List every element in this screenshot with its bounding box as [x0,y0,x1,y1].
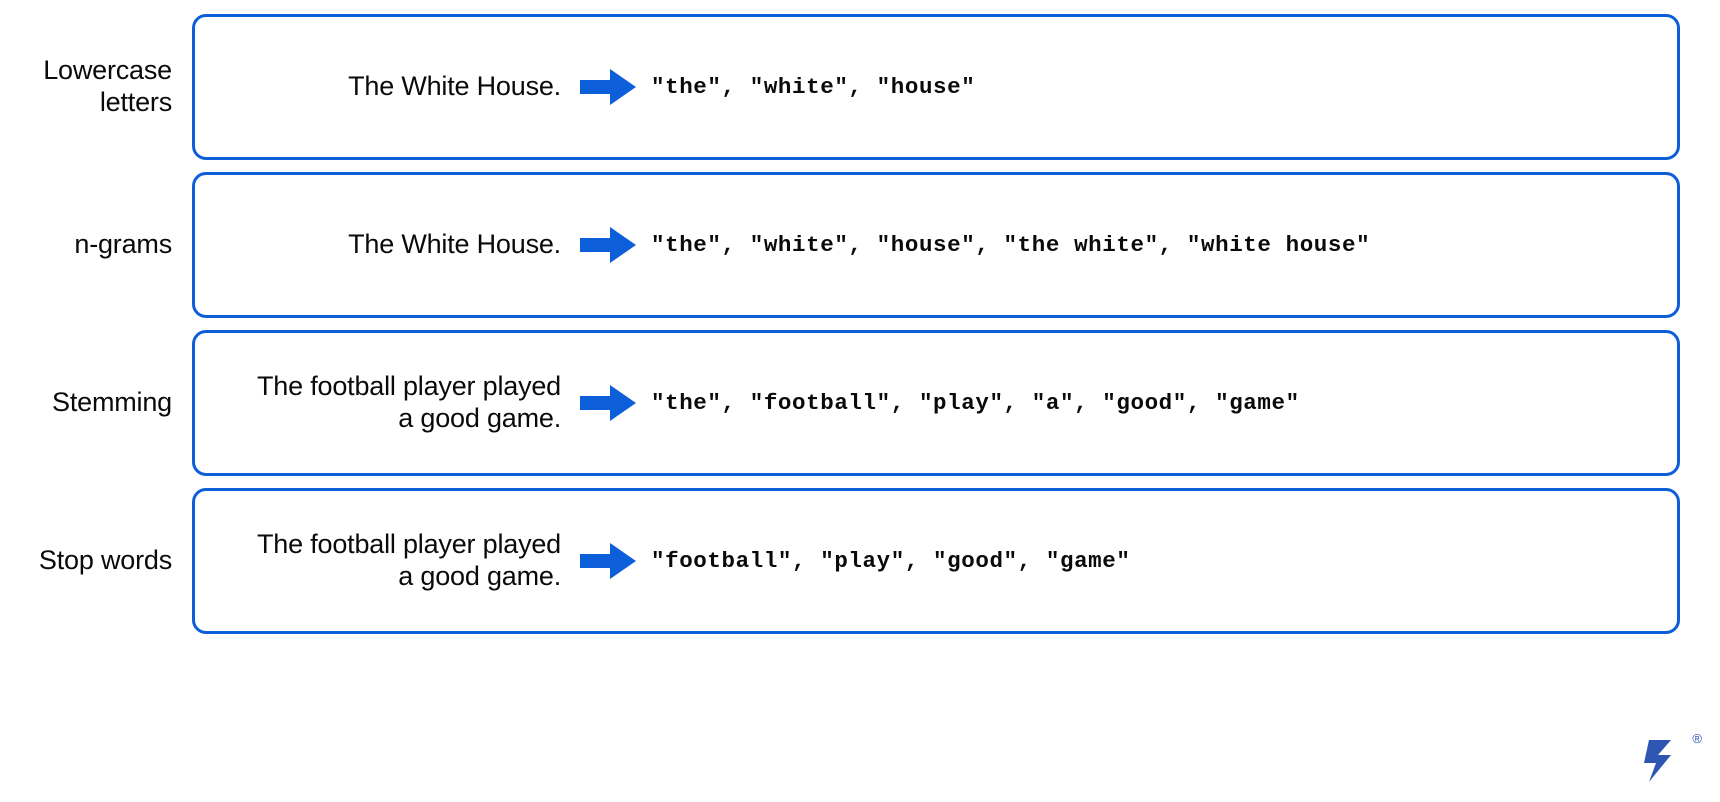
diagram-row-lowercase-letters: Lowercase letters The White House. "the"… [0,14,1720,160]
right-arrow-icon [569,69,647,105]
right-arrow-icon [569,227,647,263]
registered-trademark-symbol: ® [1692,731,1702,746]
row-box-lowercase-letters: The White House. "the", "white", "house" [192,14,1680,160]
right-arrow-icon [569,385,647,421]
diagram-row-stop-words: Stop words The football player played a … [0,488,1720,634]
output-tokens-stop-words: "football", "play", "good", "game" [651,548,1131,574]
input-text-n-grams: The White House. [348,229,561,260]
diagram-row-n-grams: n-grams The White House. "the", "white",… [0,172,1720,318]
row-label-n-grams: n-grams [74,229,172,260]
toptal-logo-icon [1644,740,1671,782]
row-box-n-grams: The White House. "the", "white", "house"… [192,172,1680,318]
output-tokens-n-grams: "the", "white", "house", "the white", "w… [651,232,1371,258]
diagram-row-stemming: Stemming The football player played a go… [0,330,1720,476]
output-tokens-lowercase-letters: "the", "white", "house" [651,74,976,100]
right-arrow-icon [569,543,647,579]
input-text-lowercase-letters: The White House. [348,71,561,102]
row-label-lowercase-letters: Lowercase letters [43,55,172,117]
output-tokens-stemming: "the", "football", "play", "a", "good", … [651,390,1300,416]
input-text-stemming: The football player played a good game. [257,371,561,433]
row-box-stop-words: The football player played a good game. … [192,488,1680,634]
row-label-stemming: Stemming [52,387,172,418]
row-box-stemming: The football player played a good game. … [192,330,1680,476]
brand-logo: ® [1614,728,1706,790]
input-text-stop-words: The football player played a good game. [257,529,561,591]
row-label-stop-words: Stop words [38,545,172,576]
